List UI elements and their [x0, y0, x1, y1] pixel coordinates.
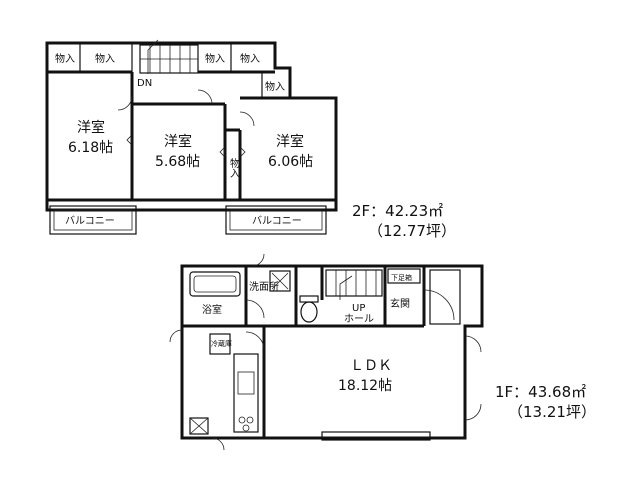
room-name: 洋室: [77, 119, 105, 136]
room-size: 6.06帖: [268, 154, 313, 170]
balcony-label: バルコニー: [65, 215, 115, 227]
hall-label: ホール: [344, 313, 374, 325]
fridge: [209, 333, 231, 355]
ldk-size: 18.12帖: [338, 378, 392, 394]
balcony-right: [225, 205, 327, 235]
opening-mark: [219, 147, 225, 157]
balcony-left: [49, 205, 137, 235]
toilet: [300, 301, 318, 323]
closet-label: 物入: [265, 80, 285, 93]
opening-mark: [126, 135, 132, 145]
door-swing: [423, 289, 455, 321]
floor-area: 2F：42.23㎡: [352, 202, 443, 220]
room-size: 6.18帖: [68, 140, 113, 156]
floor-area: 1F：43.68㎡: [495, 383, 586, 401]
room-name: 洋室: [276, 133, 304, 150]
shoe-storage-label: 下足箱: [391, 273, 412, 282]
door-swing: [464, 335, 482, 353]
door-swing: [464, 403, 482, 421]
door-swing: [245, 331, 265, 351]
door-swing: [239, 111, 255, 127]
washroom-label-line1: 洗面所: [249, 281, 279, 293]
closet-label: 物入: [240, 52, 260, 65]
sink: [237, 371, 255, 395]
opening-mark: [240, 147, 246, 157]
room-size: 5.68帖: [155, 154, 200, 170]
kitchen-counter: [233, 353, 259, 433]
bath-label: 浴室: [202, 303, 222, 316]
first-floor-outer-wall: [180, 264, 484, 440]
floor-area-tsubo: （12.77坪）: [368, 222, 456, 240]
closet-label: 物入: [95, 52, 115, 65]
door-swing: [169, 329, 183, 343]
entrance-label: 玄関: [390, 297, 410, 310]
washing-machine: [269, 270, 291, 292]
closet-label: 物入: [228, 157, 240, 178]
balcony-label: バルコニー: [252, 215, 302, 227]
closet-label: 物入: [55, 52, 75, 65]
door-swing: [197, 89, 213, 105]
stair-2f: [139, 39, 199, 74]
second-floor: 物入 物入 物入 物入 物入 物入 DN 洋室 6.18帖 洋室 5.68帖 洋…: [45, 39, 456, 240]
floor-area-tsubo: （13.21坪）: [508, 403, 596, 421]
closet-label: 物入: [205, 52, 225, 65]
stove-burner: [238, 416, 246, 424]
fridge-label: 冷蔵庫: [211, 339, 232, 348]
door-swing: [117, 95, 133, 111]
ldk-name: ＬＤＫ: [350, 358, 392, 374]
stair-direction-label: DN: [137, 78, 152, 89]
door-swing: [245, 299, 265, 319]
door-swing: [251, 253, 265, 267]
bathtub: [189, 271, 241, 297]
room-name: 洋室: [164, 133, 192, 150]
stair-1f: [325, 269, 383, 300]
door-swing: [211, 437, 225, 451]
first-floor: 浴室 洗面所 UP ホール 玄関 下足箱 冷蔵庫 ＬＤＫ 18.12帖 1F：4…: [169, 253, 596, 451]
cupboard: [189, 417, 209, 435]
entrance-porch: [429, 269, 461, 325]
window-bottom: [321, 431, 431, 441]
hall-up-label: UP: [352, 303, 365, 314]
shoe-storage: [387, 268, 421, 284]
